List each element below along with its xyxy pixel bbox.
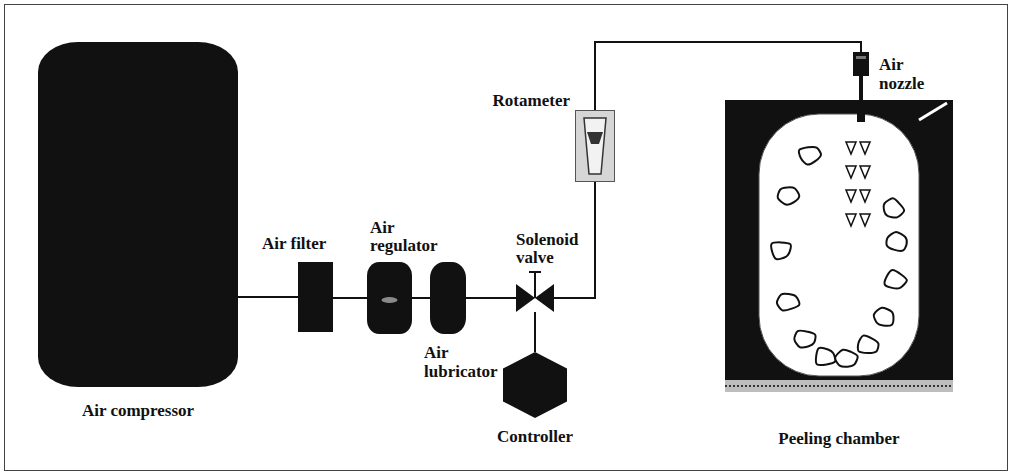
air-pipe (534, 312, 536, 352)
component-label: Peeling chamber (778, 430, 899, 449)
lubricator-body (430, 262, 466, 334)
potato (794, 331, 815, 348)
filter-body (298, 262, 333, 332)
valve-stem-bar (529, 271, 541, 273)
shape (503, 352, 567, 418)
air-pipe (466, 297, 516, 299)
potato (799, 147, 821, 165)
component-label: Air lubricator (424, 344, 509, 381)
potato (777, 294, 800, 311)
air-nozzle: Air nozzle (853, 52, 869, 76)
air-jet (860, 190, 870, 202)
potato (858, 336, 879, 353)
air-jet (860, 142, 870, 154)
component-label: Solenoid valve (516, 231, 586, 268)
base-hatching (725, 385, 953, 387)
chamber-interior (759, 114, 919, 376)
nozzle-body (853, 52, 869, 76)
air-pipe (238, 296, 298, 298)
air-jet (860, 214, 870, 226)
controller: Controller (503, 352, 567, 418)
rotameter-case (576, 111, 615, 182)
component-label: Controller (497, 428, 573, 447)
air-lubricator: Air lubricator (430, 262, 466, 334)
shape (38, 42, 238, 387)
potato (835, 350, 858, 367)
air-compressor: Air compressor (38, 42, 238, 387)
component-label: Air compressor (82, 402, 194, 421)
component-label: Air nozzle (879, 56, 934, 93)
shape (853, 52, 869, 76)
shape (430, 262, 466, 334)
shape (367, 262, 412, 334)
valve-half (535, 284, 554, 312)
rotameter: Rotameter (575, 110, 615, 182)
air-filter: Air filter (298, 262, 333, 332)
air-pipe (595, 42, 861, 110)
air-jet (860, 166, 870, 178)
peeling-chamber: Peeling chamber (725, 100, 953, 392)
regulator-body (367, 262, 412, 334)
potato (885, 270, 907, 288)
shape (516, 284, 554, 312)
rotameter-float (587, 132, 603, 144)
frame-border (5, 5, 1008, 471)
solenoid-valve: Solenoid valve (516, 284, 554, 312)
air-jet (846, 190, 856, 202)
air-regulator: Air regulator (367, 262, 412, 334)
feed-chute (919, 103, 947, 120)
potato (771, 242, 791, 259)
potato (778, 187, 800, 204)
air-jet (846, 166, 856, 178)
regulator-gauge (382, 297, 398, 303)
valve-half (516, 284, 535, 312)
nozzle-ring (856, 56, 866, 59)
air-pipe (412, 297, 430, 299)
compressor-tank (38, 42, 238, 387)
valve-stem (534, 272, 536, 298)
shape (725, 100, 953, 392)
component-label: Air filter (262, 235, 326, 254)
rotameter-tube (584, 118, 606, 174)
controller-hexagon (503, 352, 567, 418)
air-jet (846, 142, 856, 154)
potato (816, 348, 835, 365)
potato (884, 198, 904, 217)
shape (575, 110, 615, 182)
chamber-base (725, 380, 953, 392)
air-jet (846, 214, 856, 226)
nozzle-inlet (857, 100, 865, 122)
component-label: Rotameter (493, 92, 570, 111)
potato (874, 308, 894, 326)
chamber-housing (725, 100, 953, 380)
potato (886, 232, 906, 251)
shape (298, 262, 333, 332)
air-pipe (333, 297, 367, 299)
component-label: Air regulator (370, 219, 450, 256)
